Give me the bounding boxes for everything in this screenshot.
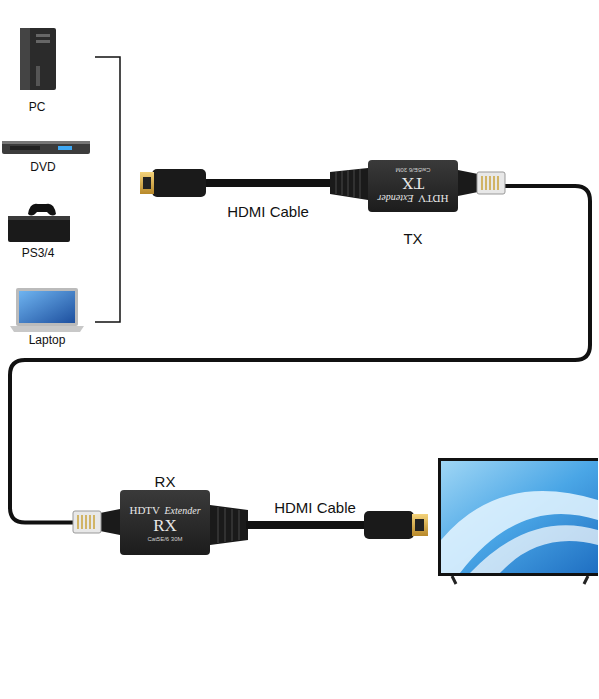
- rj45-plug-rx: [73, 509, 120, 535]
- unit-label: TX: [403, 230, 422, 247]
- extender-box: TXHDTV ExtenderTXCat5E/6 30M: [368, 160, 458, 212]
- brand-row: HDTV Extender: [374, 192, 452, 207]
- cable-label: HDMI Cable: [224, 203, 312, 220]
- box-content: HDTV ExtenderTXCat5E/6 30M: [374, 166, 452, 207]
- hdmi-cable-top: [140, 168, 368, 200]
- device-name: DVD: [30, 160, 55, 174]
- unit-mark: RX: [126, 517, 204, 535]
- unit-mark: TX: [374, 174, 452, 192]
- unit-label: RX: [155, 473, 176, 490]
- device-name: PS3/4: [22, 246, 55, 260]
- dvd-icon: [2, 141, 90, 154]
- device-label: DVD: [30, 160, 55, 174]
- brand-text: Extender: [164, 505, 200, 516]
- cable-label: HDMI Cable: [271, 499, 359, 516]
- device-name: Laptop: [29, 333, 66, 347]
- pc-icon: [20, 28, 56, 90]
- device-name: PC: [29, 100, 46, 114]
- tv-illustration: [438, 458, 598, 584]
- brand-text: Extender: [377, 193, 413, 204]
- device-label: Laptop: [29, 333, 66, 347]
- spec-text: Cat5E/6 30M: [374, 166, 452, 174]
- laptop-icon: [10, 288, 84, 332]
- extender-box: RXHDTV ExtenderRXCat5E/6 30M: [120, 490, 210, 555]
- brand-text: HDTV: [129, 504, 160, 516]
- console-icon: [8, 204, 70, 242]
- bracket: [95, 57, 120, 322]
- spec-text: Cat5E/6 30M: [126, 535, 204, 543]
- rj45-plug-tx: [458, 170, 505, 196]
- brand-text: HDTV: [418, 193, 449, 205]
- device-label: PC: [29, 100, 46, 114]
- brand-row: HDTV Extender: [126, 502, 204, 517]
- box-content: HDTV ExtenderRXCat5E/6 30M: [126, 502, 204, 543]
- device-label: PS3/4: [22, 246, 55, 260]
